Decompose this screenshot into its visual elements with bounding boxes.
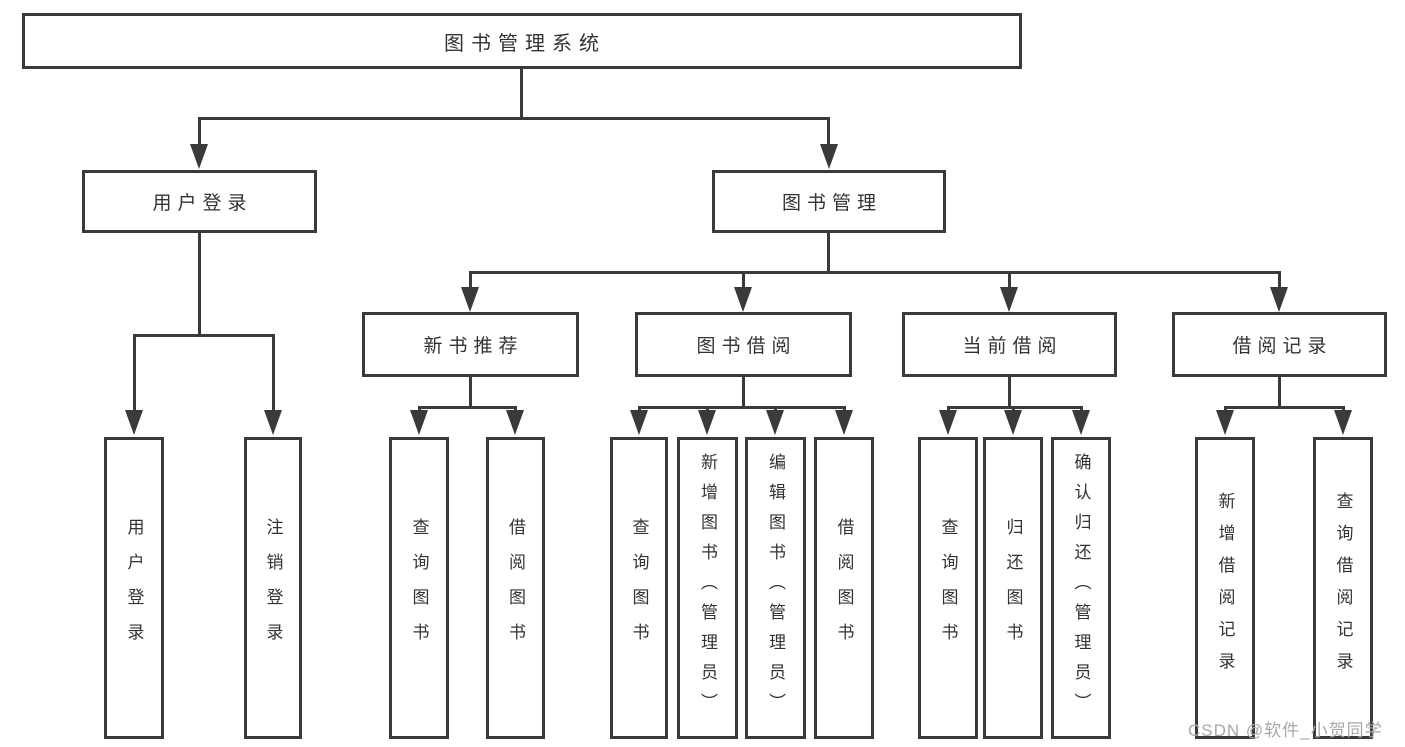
arrowhead-leaf-logout xyxy=(264,410,282,435)
node-leaf-user-login-label: 用户登录 xyxy=(124,518,144,658)
node-bb-borrow-label: 借阅图书 xyxy=(834,518,854,658)
arrowhead-borrow-record xyxy=(1270,287,1288,312)
arrowhead-cb-query xyxy=(939,410,957,435)
node-nb-query-box: 查询图书 xyxy=(389,437,449,739)
arrowhead-current-borrow xyxy=(1000,287,1018,312)
node-root-label: 图书管理系统 xyxy=(444,32,606,55)
node-user-login-box: 用户登录 xyxy=(82,170,317,233)
connector-level2-split xyxy=(469,271,1281,274)
connector-borrow-record-stem xyxy=(1278,377,1281,407)
node-bb-query-label: 查询图书 xyxy=(629,518,649,658)
node-bb-edit-label: 编辑图书（管理员） xyxy=(766,453,785,723)
node-cb-confirm-box: 确认归还（管理员） xyxy=(1051,437,1111,739)
arrowhead-bb-borrow xyxy=(835,410,853,435)
node-book-borrow-label: 图书借阅 xyxy=(696,336,797,357)
node-leaf-user-login-box: 用户登录 xyxy=(104,437,164,739)
connector-book-borrow-stub xyxy=(742,271,745,289)
connector-book-mgmt-stub xyxy=(827,117,830,146)
arrowhead-bb-add xyxy=(698,410,716,435)
node-new-book-rec-label: 新书推荐 xyxy=(423,336,524,357)
node-current-borrow-box: 当前借阅 xyxy=(902,312,1117,377)
arrowhead-nb-query xyxy=(410,410,428,435)
node-borrow-record-box: 借阅记录 xyxy=(1172,312,1387,377)
node-cb-query-box: 查询图书 xyxy=(918,437,978,739)
node-bb-edit-box: 编辑图书（管理员） xyxy=(745,437,806,739)
connector-new-book-rec-stem xyxy=(469,377,472,407)
arrowhead-bb-edit xyxy=(766,410,784,435)
connector-book-borrow-stem xyxy=(742,377,745,407)
node-user-login-label: 用户登录 xyxy=(152,193,253,214)
arrowhead-new-book-rec xyxy=(461,287,479,312)
node-cb-confirm-label: 确认归还（管理员） xyxy=(1071,453,1091,723)
connector-leaf-logout-stub xyxy=(272,334,275,413)
node-nb-query-label: 查询图书 xyxy=(409,518,429,658)
connector-current-borrow-stem xyxy=(1008,377,1011,407)
connector-new-book-rec-split xyxy=(418,406,517,409)
connector-book-borrow-split xyxy=(638,406,846,409)
node-book-mgmt-box: 图书管理 xyxy=(712,170,946,233)
connector-book-mgmt-stem xyxy=(827,233,830,273)
connector-user-login-stub xyxy=(198,117,201,146)
connector-borrow-record-stub xyxy=(1278,271,1281,289)
arrowhead-book-mgmt xyxy=(820,144,838,169)
node-br-query-label: 查询借阅记录 xyxy=(1333,492,1353,684)
node-book-borrow-box: 图书借阅 xyxy=(635,312,852,377)
connector-user-login-split xyxy=(133,334,275,337)
connector-root-stem xyxy=(520,69,523,119)
node-nb-borrow-box: 借阅图书 xyxy=(486,437,545,739)
node-root-box: 图书管理系统 xyxy=(22,13,1022,69)
node-bb-borrow-box: 借阅图书 xyxy=(814,437,874,739)
arrowhead-cb-return xyxy=(1004,410,1022,435)
csdn-watermark: CSDN @软件_小贺同学 xyxy=(1188,721,1383,740)
node-cb-query-label: 查询图书 xyxy=(938,518,958,658)
node-br-add-box: 新增借阅记录 xyxy=(1195,437,1255,739)
connector-current-borrow-stub xyxy=(1008,271,1011,289)
arrowhead-br-query xyxy=(1334,410,1352,435)
arrowhead-nb-borrow xyxy=(506,410,524,435)
node-book-mgmt-label: 图书管理 xyxy=(781,193,882,214)
node-bb-add-label: 新增图书（管理员） xyxy=(698,453,717,723)
node-new-book-rec-box: 新书推荐 xyxy=(362,312,579,377)
arrowhead-leaf-user-login xyxy=(125,410,143,435)
node-br-query-box: 查询借阅记录 xyxy=(1313,437,1373,739)
node-br-add-label: 新增借阅记录 xyxy=(1215,492,1235,684)
node-bb-add-box: 新增图书（管理员） xyxy=(677,437,738,739)
node-cb-return-box: 归还图书 xyxy=(983,437,1043,739)
arrowhead-br-add xyxy=(1216,410,1234,435)
node-cb-return-label: 归还图书 xyxy=(1003,518,1023,658)
node-leaf-logout-box: 注销登录 xyxy=(244,437,302,739)
node-nb-borrow-label: 借阅图书 xyxy=(506,518,525,658)
connector-leaf-user-login-stub xyxy=(133,334,136,413)
node-bb-query-box: 查询图书 xyxy=(610,437,668,739)
arrowhead-bb-query xyxy=(630,410,648,435)
connector-new-book-rec-stub xyxy=(469,271,472,289)
connector-user-login-stem xyxy=(198,233,201,335)
connector-borrow-record-split xyxy=(1224,406,1345,409)
arrowhead-book-borrow xyxy=(734,287,752,312)
node-current-borrow-label: 当前借阅 xyxy=(962,336,1063,357)
node-leaf-logout-label: 注销登录 xyxy=(263,518,283,658)
connector-current-borrow-split xyxy=(947,406,1083,409)
arrowhead-cb-confirm xyxy=(1072,410,1090,435)
node-borrow-record-label: 借阅记录 xyxy=(1232,336,1333,357)
arrowhead-user-login xyxy=(190,144,208,169)
connector-level1-split xyxy=(198,117,830,120)
